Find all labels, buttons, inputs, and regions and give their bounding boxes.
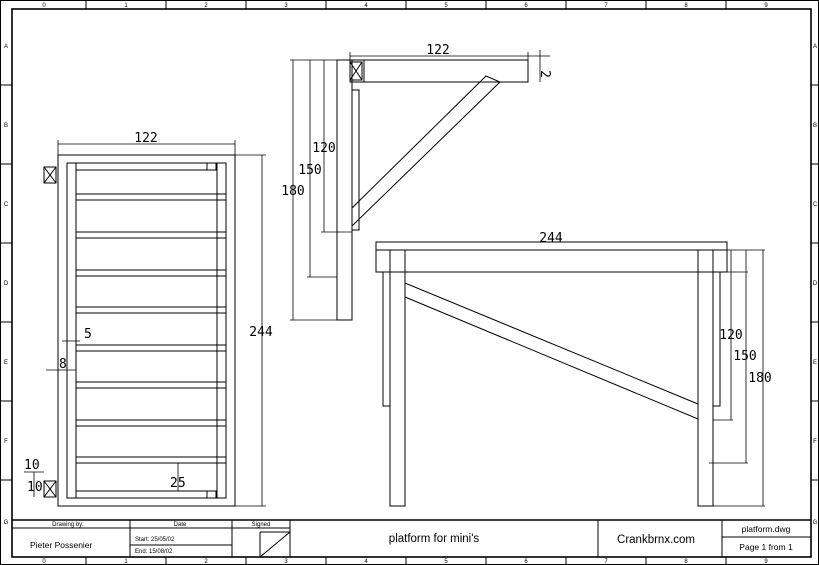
- rung: [75, 306, 227, 314]
- lower-beam: [375, 249, 728, 273]
- col-label: 2: [204, 3, 208, 9]
- side-view: 122 2 120 150 180: [281, 43, 552, 321]
- lower-right-post-inner: [712, 271, 721, 407]
- rung: [75, 269, 227, 277]
- rungs: [75, 162, 227, 499]
- dim-h-180: 180: [281, 184, 304, 199]
- row-labels-right: A B C D E F G: [813, 44, 818, 526]
- lower-brace: [404, 282, 699, 420]
- company-name: Crankbrnx.com: [617, 534, 695, 546]
- col-label: 7: [604, 3, 608, 9]
- rung: [75, 162, 218, 171]
- row-label: B: [4, 123, 8, 129]
- col-label: 0: [42, 559, 46, 565]
- row-label: D: [4, 281, 9, 287]
- row-ticks: [0, 84, 819, 481]
- row-labels-left: A B C D E F G: [4, 44, 9, 526]
- row-label: F: [4, 439, 8, 445]
- row-label: B: [813, 123, 817, 129]
- dim-top-thickness: 2: [537, 70, 552, 78]
- col-label: 4: [364, 3, 368, 9]
- col-label: 7: [604, 559, 608, 565]
- col-label: 6: [524, 3, 528, 9]
- col-label: 8: [684, 3, 688, 9]
- front-view: 122 244 5 8 25 10 10: [24, 131, 273, 507]
- col-label: 5: [444, 559, 448, 565]
- col-label: 4: [364, 559, 368, 565]
- rung: [75, 490, 218, 499]
- col-label: 6: [524, 559, 528, 565]
- lower-left-post-inner: [382, 271, 391, 407]
- dim-width: 122: [134, 131, 157, 146]
- rung: [75, 419, 227, 427]
- dim-rail-width: 8: [59, 357, 67, 372]
- side-post: [336, 59, 353, 321]
- col-label: 1: [124, 559, 128, 565]
- page-number: Page 1 from 1: [739, 542, 793, 552]
- rung: [75, 456, 227, 464]
- row-label: E: [813, 360, 817, 366]
- row-label: C: [813, 202, 818, 208]
- dim-height: 244: [249, 325, 273, 340]
- dim-length: 244: [539, 231, 563, 246]
- dim-top-width: 122: [426, 43, 449, 58]
- dim-bottom-offset-2: 10: [27, 480, 43, 495]
- rung: [75, 193, 227, 201]
- dim-h-120: 120: [312, 141, 335, 156]
- start-date: Start: 25/05/02: [135, 537, 175, 543]
- side-post-inner: [351, 89, 360, 231]
- column-labels-top: 0 1 2 3 4 5 6 7 8 9: [42, 3, 768, 9]
- col-label: 9: [764, 559, 768, 565]
- dim-h-150: 150: [298, 163, 321, 178]
- row-label: C: [4, 202, 9, 208]
- drawing-by-label: Drawing by:: [52, 522, 84, 528]
- rung: [75, 231, 227, 239]
- dim-rung-spacing: 25: [170, 476, 186, 491]
- inner-border: [11, 8, 812, 558]
- date-label: Date: [174, 522, 187, 528]
- dim-h-150: 150: [733, 349, 756, 364]
- signed-label: Signed: [252, 522, 271, 528]
- row-label: A: [4, 44, 8, 50]
- rung: [75, 381, 227, 389]
- col-label: 5: [444, 3, 448, 9]
- col-label: 1: [124, 3, 128, 9]
- dim-h-180: 180: [748, 371, 771, 386]
- title-block: Drawing by: Pieter Possenier Date Start:…: [12, 519, 811, 558]
- file-name: platform.dwg: [742, 524, 791, 534]
- row-label: E: [4, 360, 8, 366]
- side-brace: [351, 75, 501, 228]
- section-box: [43, 480, 57, 498]
- col-label: 9: [764, 3, 768, 9]
- column-ticks: [85, 0, 727, 565]
- col-label: 2: [204, 559, 208, 565]
- rung: [75, 344, 227, 352]
- lower-view: 244 120 150 180: [375, 231, 772, 507]
- drawing-title: platform for mini's: [389, 533, 480, 545]
- end-block: [206, 490, 217, 499]
- front-outer-frame: [57, 154, 236, 507]
- end-block: [206, 162, 217, 171]
- dim-rung-offset: 5: [84, 327, 92, 342]
- column-labels-bottom: 0 1 2 3 4 5 6 7 8 9: [42, 559, 768, 565]
- row-label: F: [813, 439, 817, 445]
- side-top-board: [349, 59, 529, 83]
- lower-left-post: [389, 249, 406, 507]
- col-label: 3: [284, 559, 288, 565]
- end-date: End: 15/08/02: [135, 549, 173, 555]
- section-box: [43, 166, 57, 184]
- col-label: 8: [684, 559, 688, 565]
- dim-bottom-offset-1: 10: [24, 458, 40, 473]
- row-label: A: [813, 44, 817, 50]
- row-label: D: [813, 281, 818, 287]
- col-label: 3: [284, 3, 288, 9]
- col-label: 0: [42, 3, 46, 9]
- dim-h-120: 120: [719, 328, 742, 343]
- lower-right-post: [697, 249, 714, 507]
- author-name: Pieter Possenier: [30, 540, 93, 550]
- row-label: G: [813, 520, 818, 526]
- row-label: G: [4, 520, 9, 526]
